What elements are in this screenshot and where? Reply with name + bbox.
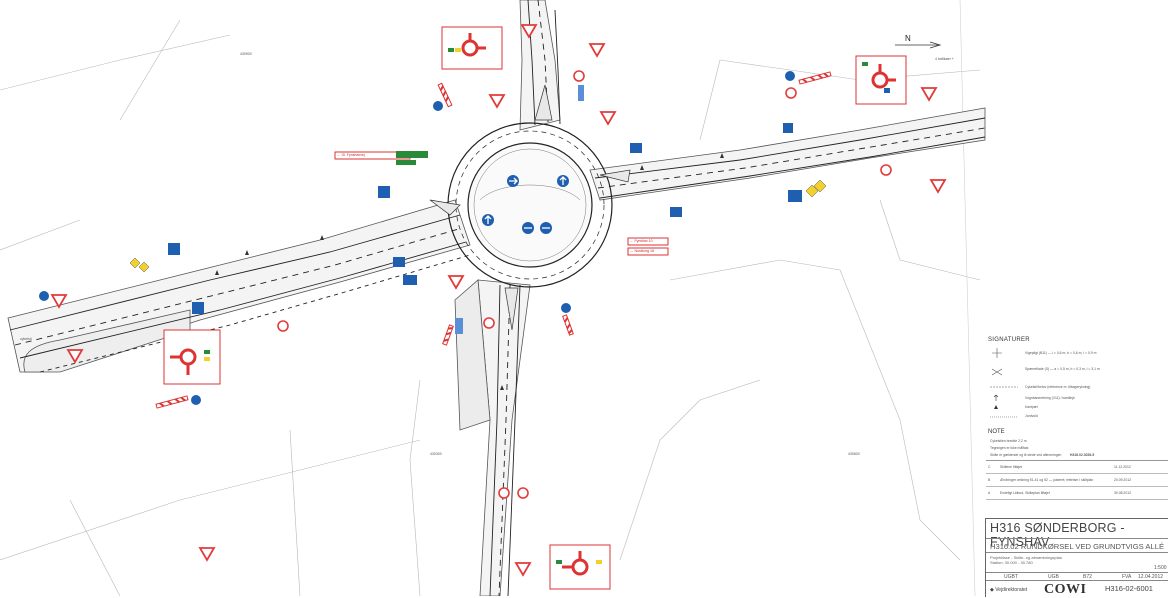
note-ref: H316.02.3026-5 bbox=[1070, 453, 1095, 457]
svg-text:430600: 430600 bbox=[848, 452, 860, 456]
signature-row: Jordvold bbox=[1025, 414, 1038, 418]
svg-text:cykelsti: cykelsti bbox=[20, 337, 32, 341]
revision-text: Endeligt Udbud, Skilteplan tilføjet bbox=[1000, 491, 1050, 495]
designed-by: UGB bbox=[1048, 574, 1059, 580]
cowi-logo: COWI bbox=[1044, 582, 1087, 597]
north-arrow bbox=[895, 41, 942, 49]
note-title: NOTE bbox=[988, 429, 1005, 435]
detail-box-roundabout-icons bbox=[170, 33, 896, 576]
revision-code: B72 bbox=[1083, 574, 1092, 580]
direction-plates bbox=[334, 151, 669, 256]
revision-date: 11.12.2012 bbox=[1114, 465, 1131, 469]
signature-row: Vognbaneretning (V11) / kantlinje bbox=[1025, 396, 1075, 400]
legend-symbols bbox=[990, 348, 1018, 418]
scale: 1:500 bbox=[1154, 565, 1167, 571]
detail-box-tags bbox=[204, 48, 890, 564]
yellow-markers bbox=[129, 179, 827, 273]
drawn-by: UGBT bbox=[1004, 574, 1018, 580]
note-line: Tegningen er ikke målfast bbox=[990, 446, 1029, 450]
hazard-bars bbox=[155, 71, 832, 409]
direction-plate-west: ← Gl. Fynshavvej bbox=[337, 153, 365, 157]
vejdirektoratet-logo: ◆ Vejdirektoratet bbox=[990, 587, 1028, 593]
revision-date: 30.08.2012 bbox=[1114, 491, 1131, 495]
signature-row: Cykelsti/fortov (reference m. tilbageryk… bbox=[1025, 385, 1091, 389]
revision-row: C Skiltene tilføjet 11.12.2012 bbox=[986, 461, 1168, 474]
revision-date: 20.09.2012 bbox=[1114, 478, 1131, 482]
north-label: N bbox=[905, 34, 911, 43]
revision-letter: A bbox=[988, 491, 991, 495]
yield-signs bbox=[50, 24, 947, 577]
chainage-markers bbox=[215, 153, 724, 390]
splitter-islands bbox=[429, 84, 631, 331]
signature-row: Spærreflade (S) — a = 0,5 m, b = 0,3 m, … bbox=[1025, 367, 1100, 371]
revision-text: Skiltene tilføjet bbox=[1000, 465, 1023, 469]
title-block: H316 SØNDERBORG - FYNSHAV H316.02 RUNDKØ… bbox=[985, 518, 1168, 597]
checked-by: FVA bbox=[1122, 574, 1132, 580]
drawing-date: 12.04.2012 bbox=[1138, 574, 1164, 580]
signature-row: Vigepligt (B11) — i = 0,6 m, b = 0,6 m, … bbox=[1025, 351, 1097, 355]
revision-row: A Endeligt Udbud, Skilteplan tilføjet 30… bbox=[986, 487, 1168, 500]
signature-row: Kantpæl bbox=[1025, 405, 1038, 409]
note-line: Skilte er gældende og til stede ved afle… bbox=[990, 453, 1062, 457]
speed-signs bbox=[277, 70, 892, 499]
revision-text: Ændringer omkring 51-41 og 52 — justeret… bbox=[1000, 478, 1094, 482]
svg-text:430900: 430900 bbox=[240, 52, 252, 56]
drawing-number: H316-02-6001 bbox=[1105, 584, 1153, 593]
revision-letter: C bbox=[988, 465, 991, 469]
lane-markings bbox=[9, 0, 986, 596]
property-lines bbox=[0, 0, 981, 596]
direction-plate-east-2: ↔ Nordborg 18 bbox=[630, 249, 654, 253]
road-bodies bbox=[7, 0, 986, 596]
revision-letter: B bbox=[988, 478, 991, 482]
signatures-title: SIGNATURER bbox=[988, 337, 1030, 343]
revision-table: C Skiltene tilføjet 11.12.2012 B Ændring… bbox=[986, 460, 1168, 513]
svg-text:4 trafikøer +: 4 trafikøer + bbox=[935, 57, 954, 61]
blue-lane-signs bbox=[168, 85, 802, 334]
station-range: Station: 30.000 - 30.780 bbox=[990, 560, 1033, 565]
roundabout bbox=[447, 122, 613, 288]
revision-row: B Ændringer omkring 51-41 og 52 — juster… bbox=[986, 474, 1168, 487]
annotations: 430900 430300 430600 4 trafikøer + cykel… bbox=[20, 52, 954, 456]
drawing-subtitle: H316.02 RUNDKØRSEL VED GRUNDTVIGS ALLÉ bbox=[990, 542, 1165, 551]
blue-mandatory-signs bbox=[39, 71, 795, 405]
svg-text:430300: 430300 bbox=[430, 452, 442, 456]
direction-plate-east-1: ← Fynshav 10 bbox=[630, 239, 653, 243]
note-line: Cykelstien bredde 2,2 m bbox=[990, 439, 1027, 443]
project-phase: Projektfase - Skilte- og afmærkningsplan bbox=[990, 555, 1063, 560]
